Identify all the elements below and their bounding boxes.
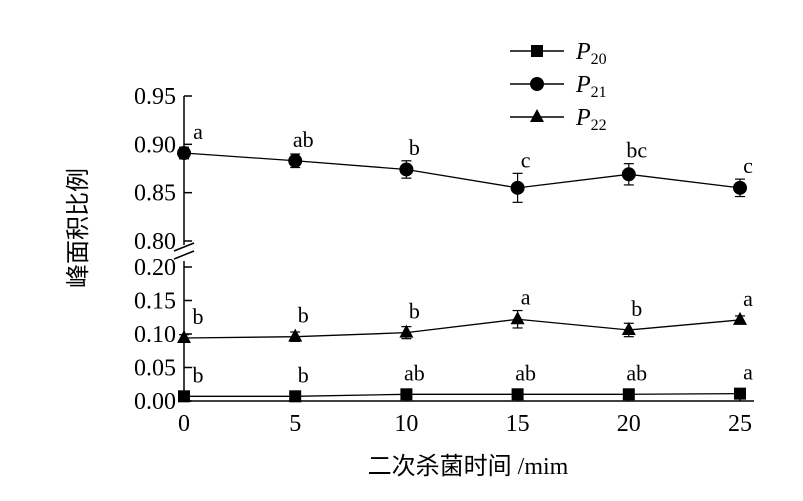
data-point	[734, 387, 746, 400]
data-point	[510, 180, 525, 195]
x-axis-title: 二次杀菌时间 /mim	[368, 453, 569, 480]
data-point	[399, 162, 414, 177]
significance-label: a	[521, 285, 531, 310]
y-tick-label: 0.15	[134, 289, 176, 315]
y-tick-label: 0.10	[134, 322, 176, 348]
data-point	[733, 311, 747, 325]
x-tick-label: 20	[617, 411, 641, 437]
data-point	[621, 167, 636, 182]
legend-subscript: 22	[591, 117, 607, 134]
legend-subscript: 20	[591, 51, 607, 68]
data-point	[621, 321, 636, 335]
data-point	[399, 324, 414, 338]
y-tick-label: 0.20	[134, 255, 176, 281]
significance-label: b	[298, 362, 309, 387]
data-point	[177, 330, 191, 344]
significance-label: c	[521, 147, 531, 172]
axes: 0.00 0.05 0.10 0.15 0.200.80 0.85 0.90 0.95 0 5 10…	[134, 84, 754, 437]
data-point	[733, 180, 747, 195]
significance-label: b	[193, 304, 204, 329]
legend-subscript: 21	[591, 84, 607, 101]
legend-marker	[530, 109, 544, 122]
data-point	[288, 328, 303, 342]
significance-label: bc	[626, 138, 647, 163]
legend-item: P21	[510, 72, 607, 101]
data-point	[178, 390, 190, 403]
significance-label: ab	[404, 360, 425, 385]
series-line	[183, 318, 741, 339]
y-tick-label: 0.00	[134, 389, 176, 415]
data-point	[177, 146, 191, 161]
series-line	[183, 152, 741, 189]
significance-label: b	[409, 299, 420, 324]
legend-marker	[530, 77, 544, 91]
x-tick-label: 0	[178, 411, 190, 437]
x-tick-label: 25	[728, 411, 752, 437]
data-point	[400, 388, 413, 401]
legend-item: P22	[510, 105, 607, 134]
axis-break-mark	[173, 242, 195, 252]
legend-marker	[531, 45, 543, 57]
y-tick-label: 0.90	[134, 132, 176, 158]
significance-label: ab	[515, 360, 536, 385]
significance-label: a	[743, 360, 753, 385]
significance-label: ab	[293, 127, 314, 152]
significance-label: b	[409, 135, 420, 160]
data-point	[510, 311, 525, 325]
x-tick-label: 10	[394, 411, 418, 437]
legend-label: P20	[575, 39, 607, 68]
data-point	[511, 388, 524, 401]
data-point	[622, 388, 635, 401]
y-tick-label: 0.80	[134, 229, 176, 255]
significance-label: b	[631, 296, 642, 321]
legend-label: P22	[575, 105, 607, 134]
y-tick-label: 0.95	[134, 84, 176, 110]
x-tick-label: 5	[289, 411, 301, 437]
legend-label: P21	[575, 72, 607, 101]
significance-label: a	[193, 119, 203, 144]
significance-label: a	[743, 286, 753, 311]
significance-label: ab	[626, 360, 647, 385]
significance-label: c	[743, 153, 753, 178]
x-tick-label: 15	[506, 411, 530, 437]
y-tick-label: 0.05	[134, 356, 176, 382]
legend-item: P20	[510, 39, 607, 68]
data-point	[289, 390, 302, 403]
series-line	[184, 392, 741, 397]
data-point	[288, 153, 303, 168]
y-tick-label: 0.85	[134, 181, 176, 207]
axis-break-mark	[173, 250, 195, 260]
significance-label: b	[298, 303, 309, 328]
y-axis-title: 峰面积比例	[65, 168, 92, 288]
series-P20: b b ab ab ab a	[178, 360, 753, 403]
significance-label: b	[193, 362, 204, 387]
